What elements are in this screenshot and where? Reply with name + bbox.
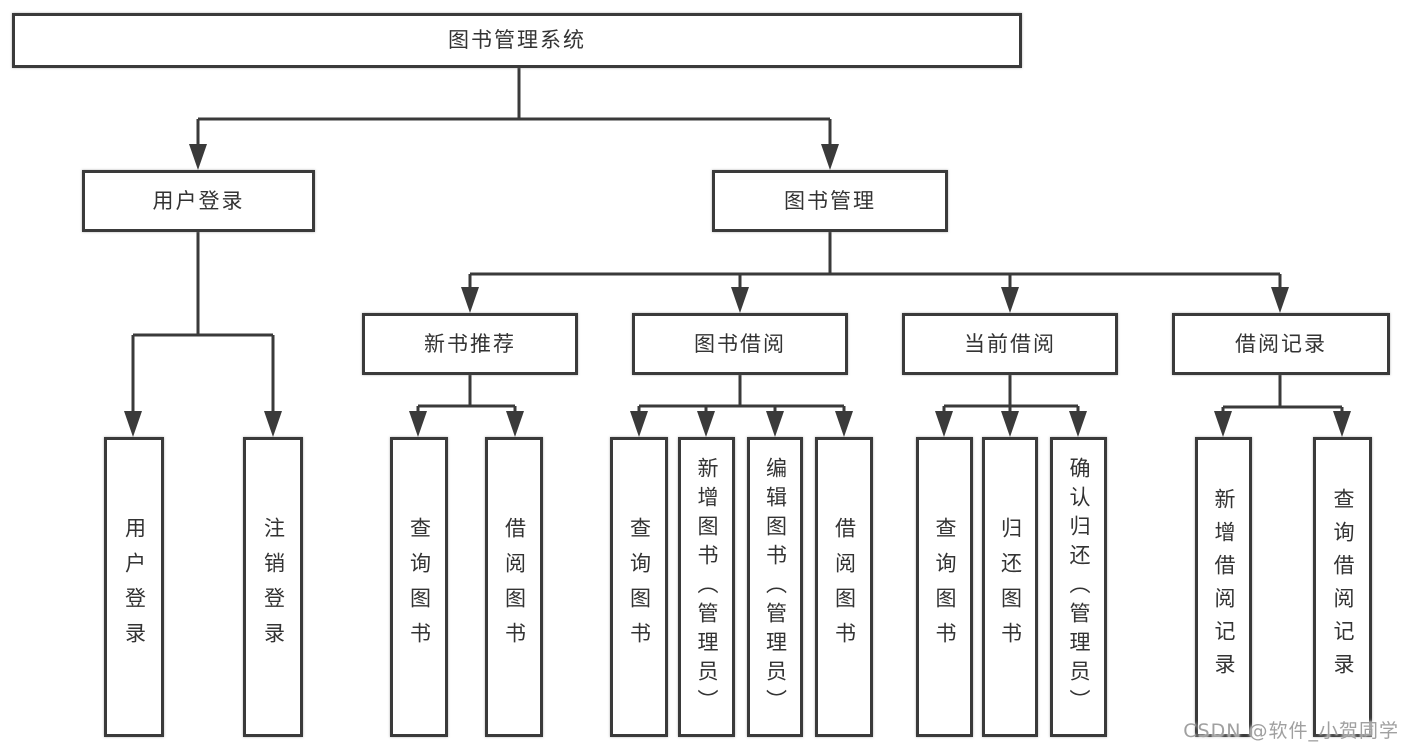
node-leaf-user-login: 用户登录 [104, 437, 164, 737]
edge-new-book-children [416, 375, 517, 415]
node-leaf-borrow-books-1: 借阅图书 [485, 437, 543, 737]
arrowhead [630, 411, 648, 437]
node-leaf-return-books: 归还图书 [982, 437, 1038, 737]
arrowhead [506, 411, 524, 437]
arrowhead [1001, 287, 1019, 313]
node-book-borrow: 图书借阅 [632, 313, 848, 375]
node-new-book-recommend: 新书推荐 [362, 313, 578, 375]
node-leaf-borrow-books-2: 借阅图书 [815, 437, 873, 737]
node-user-login: 用户登录 [82, 170, 315, 232]
arrowhead [1333, 411, 1351, 437]
edge-borrow-records-children [1221, 375, 1344, 415]
arrowhead [697, 411, 715, 437]
node-current-borrow: 当前借阅 [902, 313, 1118, 375]
edge-book-borrow-children [637, 375, 846, 415]
node-leaf-logout: 注销登录 [243, 437, 303, 737]
arrowhead [935, 411, 953, 437]
arrowhead [1069, 411, 1087, 437]
node-leaf-query-books-3: 查询图书 [916, 437, 973, 737]
arrowhead [189, 144, 207, 170]
arrowhead [124, 411, 142, 437]
arrowhead [461, 287, 479, 313]
arrowhead [1271, 287, 1289, 313]
arrowhead [1214, 411, 1232, 437]
node-leaf-add-borrow-record: 新增借阅记录 [1195, 437, 1252, 737]
arrowhead [766, 411, 784, 437]
arrowhead [409, 411, 427, 437]
edge-current-borrow-children [942, 375, 1080, 415]
node-leaf-query-books-2: 查询图书 [610, 437, 668, 737]
edge-book-manage-children [468, 232, 1282, 291]
node-borrow-records: 借阅记录 [1172, 313, 1390, 375]
arrowhead [1001, 411, 1019, 437]
node-library-management-system: 图书管理系统 [12, 13, 1022, 68]
edge-root-to-level1 [196, 68, 832, 148]
node-book-manage: 图书管理 [712, 170, 948, 232]
arrowhead [821, 144, 839, 170]
node-leaf-confirm-return-admin: 确认归还（管理员） [1050, 437, 1107, 737]
arrowhead [835, 411, 853, 437]
node-leaf-query-books-1: 查询图书 [390, 437, 448, 737]
arrowhead [731, 287, 749, 313]
node-leaf-edit-books-admin: 编辑图书（管理员） [747, 437, 803, 737]
arrowhead [264, 411, 282, 437]
node-leaf-query-borrow-record: 查询借阅记录 [1313, 437, 1372, 737]
edge-user-login-children [131, 232, 275, 415]
node-leaf-add-books-admin: 新增图书（管理员） [678, 437, 735, 737]
csdn-watermark: CSDN @软件_小贺同学 [1183, 720, 1399, 742]
